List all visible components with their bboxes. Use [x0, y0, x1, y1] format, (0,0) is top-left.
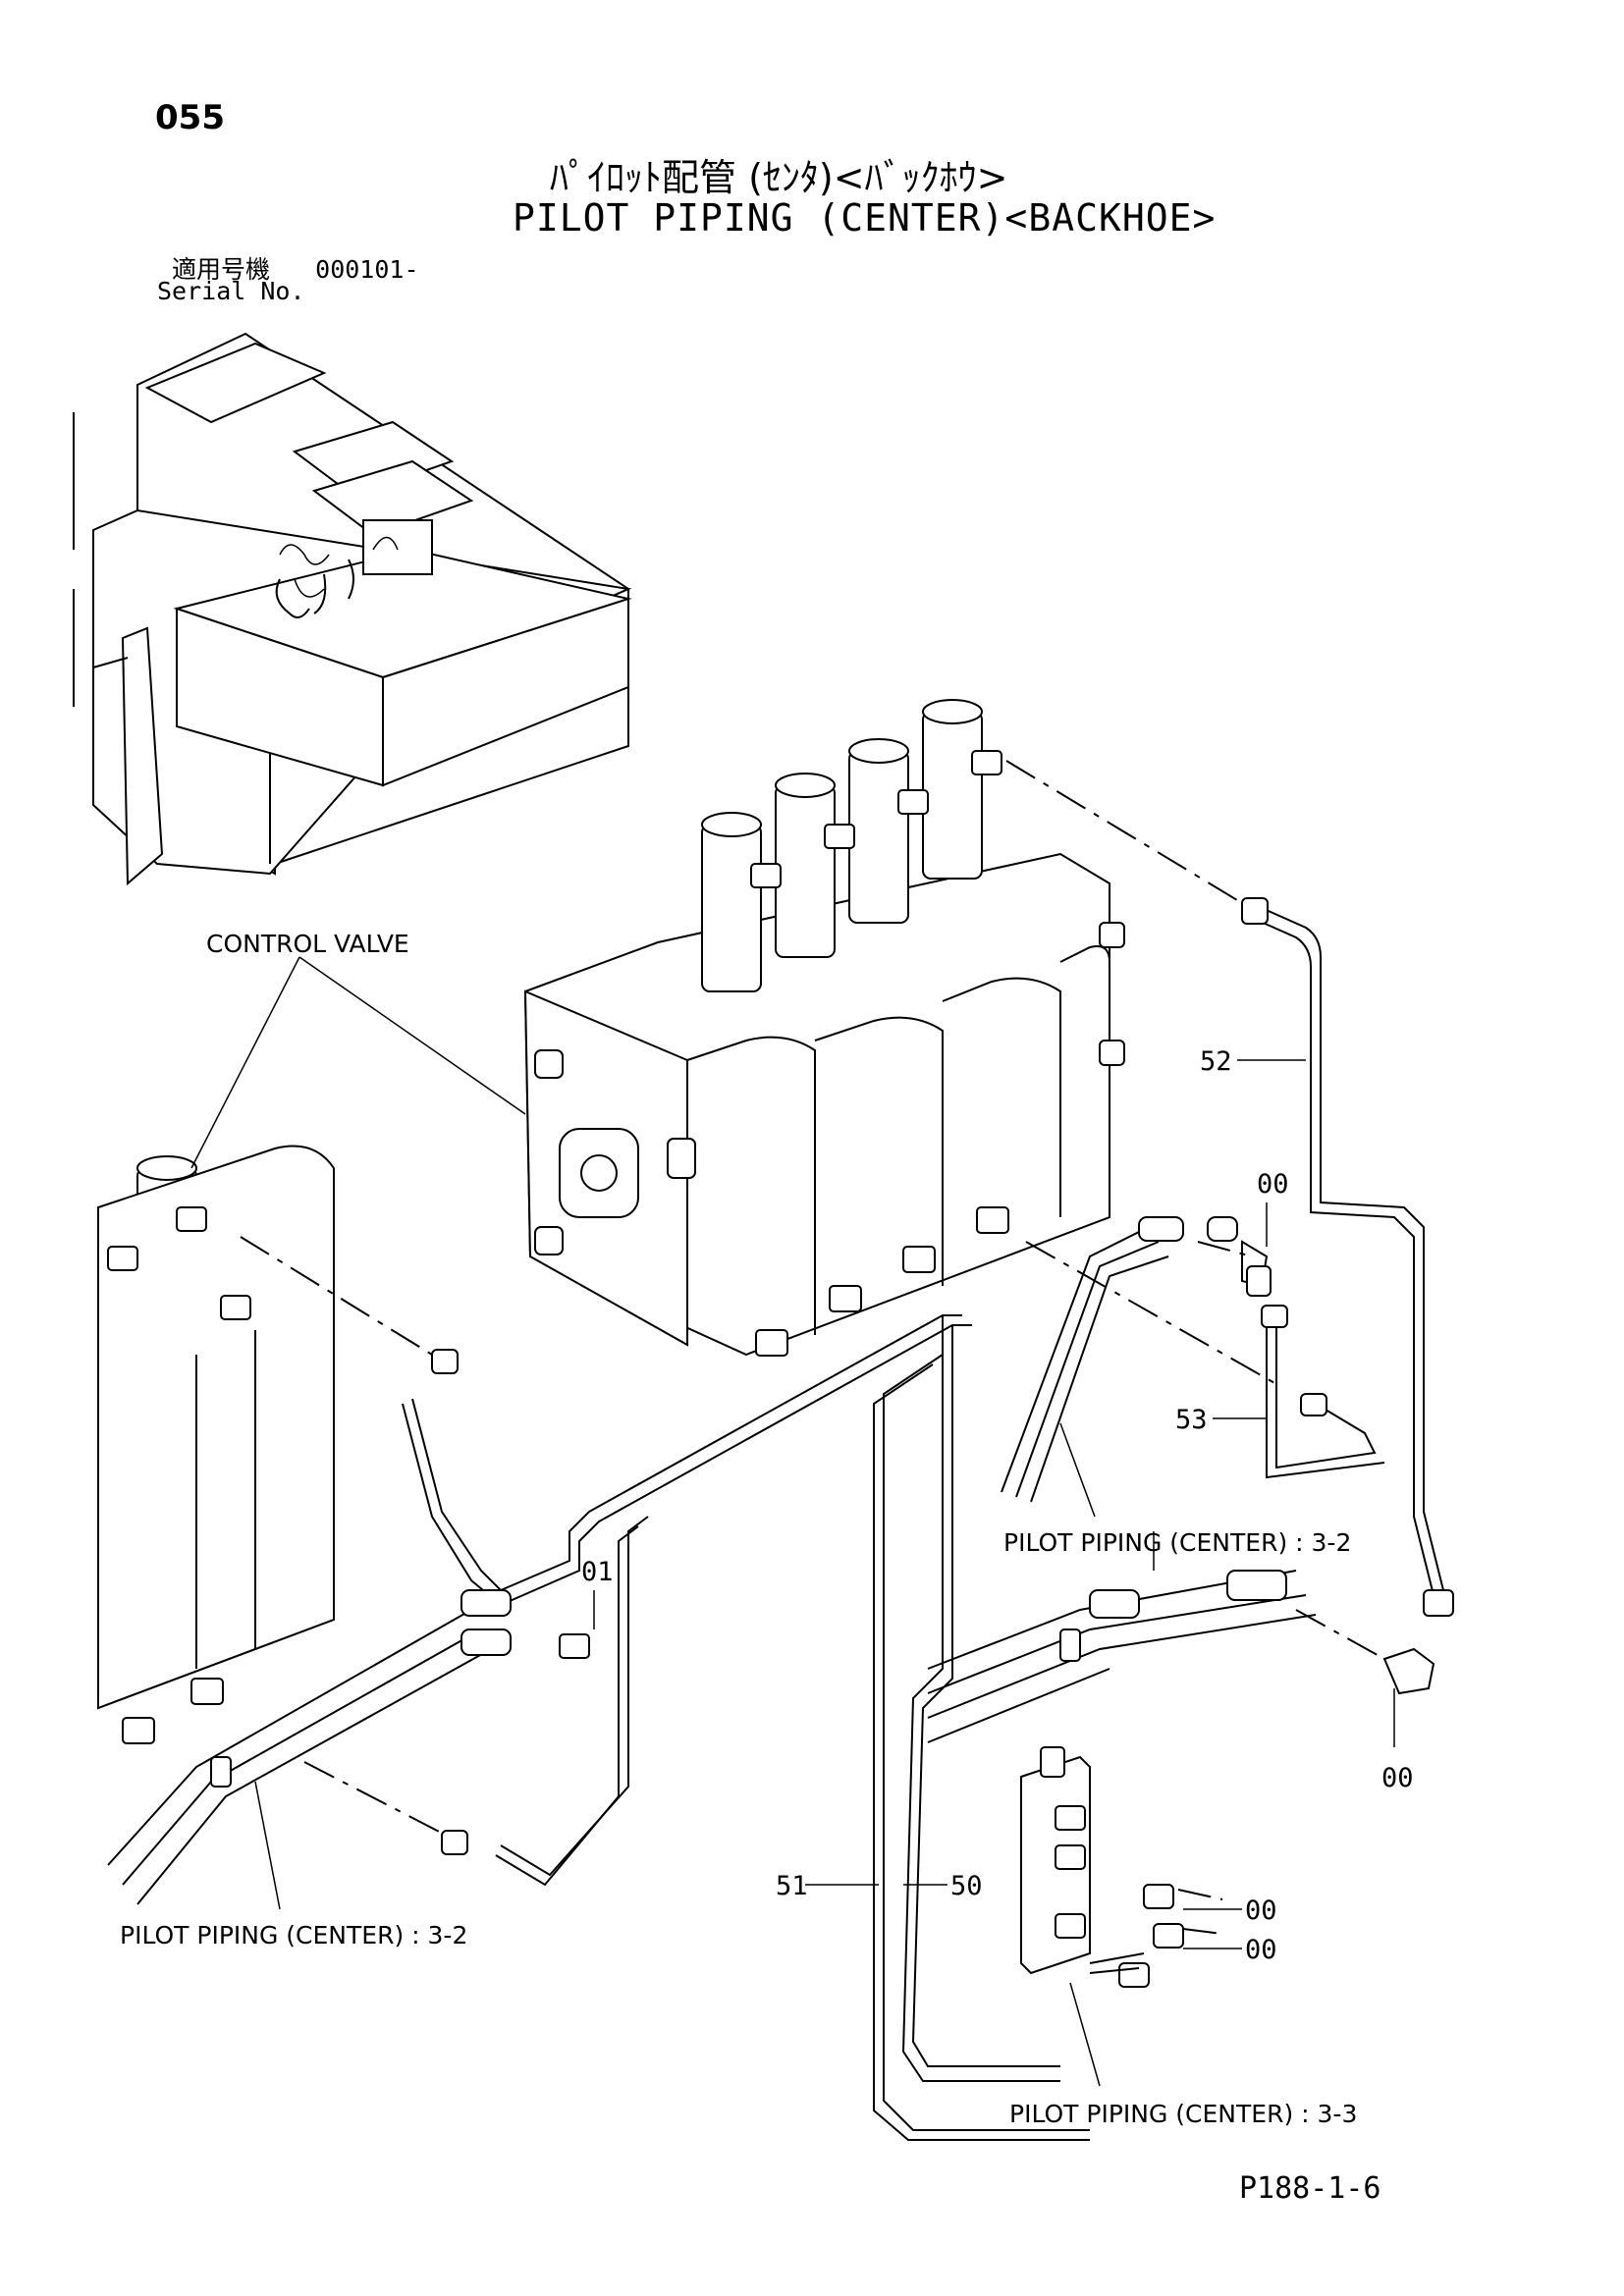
pipe-53 — [1261, 1305, 1385, 1479]
part-number-50: 50 — [950, 1871, 983, 1901]
shuttle-valve-block — [1020, 1746, 1184, 1988]
part-number-01: 01 — [581, 1557, 614, 1587]
connection-lines — [240, 760, 1385, 1935]
label-pilot-piping-right: PILOT PIPING (CENTER) : 3-2 — [1003, 1528, 1351, 1557]
secondary-valve-drawing — [97, 1145, 335, 1744]
hose-bundle-right-upper — [1001, 1216, 1238, 1503]
elbow-fitting-right — [1382, 1647, 1435, 1695]
title-japanese: ﾊﾟｲﾛｯﾄ配管 (ｾﾝﾀ)<ﾊﾞｯｸﾎｳ> — [550, 156, 1008, 199]
part-number-51: 51 — [776, 1871, 808, 1901]
elbow-fitting-upper — [1241, 1240, 1272, 1297]
hose-bundle-right-lower — [927, 1570, 1317, 1743]
machine-body-drawing — [73, 332, 632, 886]
serial-label-english: Serial No. — [157, 277, 305, 305]
part-number-00-mid1: 00 — [1245, 1896, 1277, 1926]
label-pilot-piping-left: PILOT PIPING (CENTER) : 3-2 — [120, 1921, 467, 1949]
part-number-00-right: 00 — [1381, 1763, 1414, 1793]
serial-line-japanese: 適用号機 000101- — [172, 250, 419, 286]
label-control-valve: CONTROL VALVE — [206, 930, 409, 958]
part-number-00-upper: 00 — [1257, 1169, 1289, 1200]
control-valve-drawing — [523, 699, 1125, 1357]
document-code: P188-1-6 — [1239, 2171, 1381, 2206]
hose-bundle-left — [107, 1589, 590, 1905]
leader-lines — [190, 956, 1395, 2087]
pipe-52 — [1241, 897, 1454, 1617]
label-pilot-piping-bottom: PILOT PIPING (CENTER) : 3-3 — [1009, 2100, 1357, 2128]
part-number-53: 53 — [1175, 1405, 1208, 1435]
part-number-52: 52 — [1200, 1046, 1232, 1077]
serial-value: 000101- — [315, 255, 419, 284]
title-english: PILOT PIPING (CENTER)<BACKHOE> — [513, 196, 1217, 240]
pipe-50-51 — [402, 1314, 1090, 2141]
part-number-00-mid2: 00 — [1245, 1935, 1277, 1965]
page-number: 055 — [155, 98, 225, 137]
serial-label-jp: 適用号機 — [172, 255, 271, 284]
